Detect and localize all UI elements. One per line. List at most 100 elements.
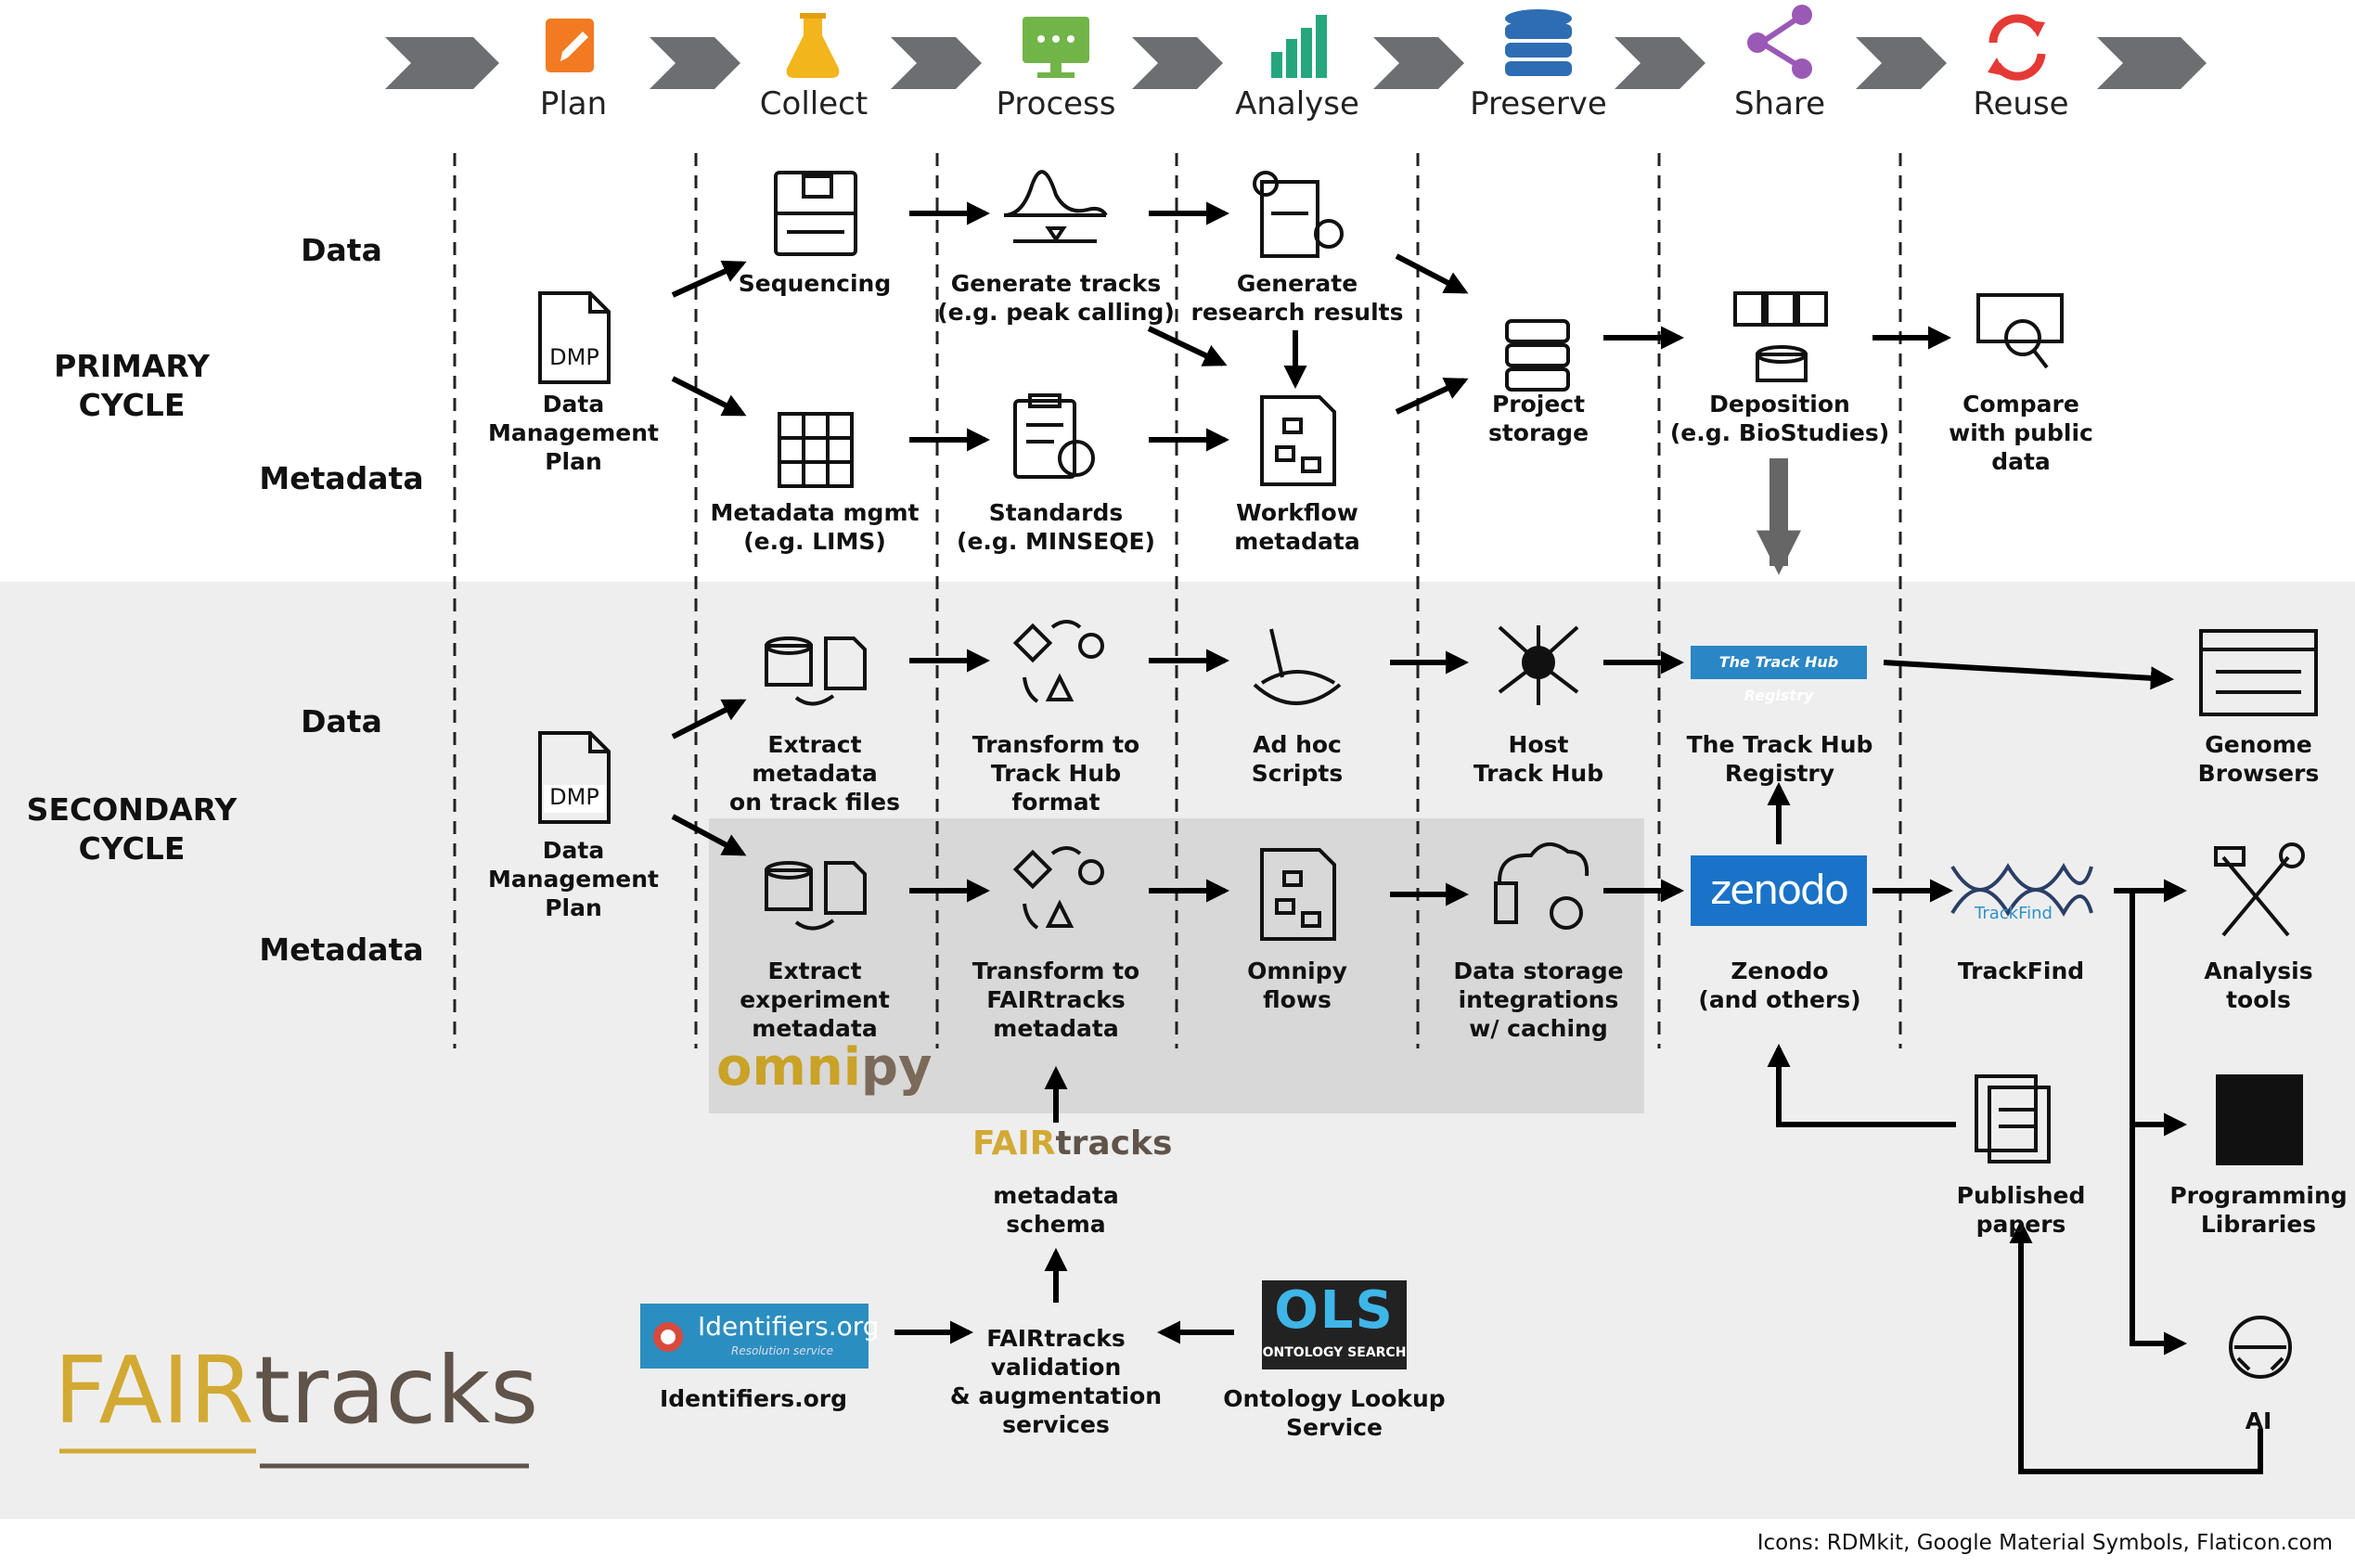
cloud-storage-icon xyxy=(1494,842,1589,930)
node-label-line: Registry xyxy=(1724,760,1835,787)
identifiers-org-logo: Identifiers.org Resolution service xyxy=(640,1304,880,1369)
node-label-line: on track files xyxy=(729,789,900,816)
dna-helix-icon xyxy=(1950,863,2093,917)
node-label-line: w/ caching xyxy=(1469,1015,1608,1042)
node-label-line: (and others) xyxy=(1698,986,1861,1013)
logo-text: FAIR xyxy=(972,1125,1056,1163)
arrow xyxy=(1767,1043,1956,1127)
node-label-line: Programming xyxy=(2169,1182,2348,1209)
phase-collect: Collect xyxy=(759,85,869,122)
document-icon xyxy=(538,291,611,384)
phase-separators xyxy=(453,153,1902,1048)
chevron xyxy=(891,37,982,89)
extract-metadata-icon xyxy=(765,861,867,931)
phase-plan: Plan xyxy=(539,85,608,122)
node-label-line: Service xyxy=(1286,1414,1383,1441)
node-label-line: Standards xyxy=(988,499,1124,526)
secondary-cycle-label: SECONDARY CYCLE xyxy=(27,790,238,868)
node-label-line: AI xyxy=(2245,1407,2272,1434)
workflow-document-icon xyxy=(1260,395,1336,486)
dmp-badge-bg xyxy=(544,345,605,373)
deposition-icon xyxy=(1733,291,1828,382)
node-label-line: (e.g. peak calling) xyxy=(937,299,1175,326)
dmp-badge-bg xyxy=(544,785,605,813)
node-label-line: Data xyxy=(542,837,605,864)
phase-process: Process xyxy=(996,85,1116,122)
node-label-line: schema xyxy=(1006,1211,1106,1238)
database-icon xyxy=(1505,9,1572,76)
chevron xyxy=(1373,37,1464,89)
row-label-data: Data xyxy=(301,232,382,268)
primary-cycle-label: PRIMARY CYCLE xyxy=(54,347,210,425)
node-label-line: papers xyxy=(1975,1211,2066,1238)
fingerprint-icon xyxy=(653,1322,683,1352)
pencil-icon xyxy=(546,19,594,72)
node-label-line: Plan xyxy=(545,448,602,475)
transform-cycle-icon xyxy=(1012,846,1104,930)
phase-analyse: Analyse xyxy=(1235,85,1359,122)
network-hub-icon xyxy=(1498,625,1579,705)
node-label-line: metadata xyxy=(752,760,878,787)
node-ai: AI xyxy=(2246,1407,2272,1435)
node-label-line: Deposition xyxy=(1709,391,1850,418)
node-label-line: Compare xyxy=(1962,391,2079,418)
row-label-data: Data xyxy=(301,703,382,739)
ols-logo: OLS ONTOLOGY SEARCH xyxy=(1262,1280,1407,1369)
node-label-line: Track Hub xyxy=(1473,760,1604,787)
node-label-line: Management xyxy=(487,419,660,446)
chevron xyxy=(650,37,740,89)
node-label-line: Scripts xyxy=(1251,760,1344,787)
fairtracks-small-logo: FAIRtracks xyxy=(972,1125,1172,1163)
arrow xyxy=(1395,378,1469,415)
node-label-line: metadata xyxy=(752,1015,878,1042)
node-label-line: FAIRtracks xyxy=(986,986,1126,1013)
node-label-line: with public xyxy=(1949,419,2093,446)
arrow xyxy=(671,699,747,739)
node-standards: Standards(e.g. MINSEQE) xyxy=(957,498,1155,556)
standards-clipboard-icon xyxy=(1013,393,1095,479)
zenodo-logo: zenodo xyxy=(1691,855,1867,926)
node-label-line: Extract xyxy=(767,958,862,984)
logo-text: tracks xyxy=(253,1336,539,1445)
node-label-line: Zenodo xyxy=(1731,958,1829,984)
node-label-line: Libraries xyxy=(2200,1211,2317,1238)
node-label-line: Generate tracks xyxy=(950,270,1162,297)
research-results-icon xyxy=(1253,171,1344,258)
node-label-line: Genome xyxy=(2205,731,2312,758)
dmp-badge: DMP xyxy=(549,344,599,370)
newspaper-icon xyxy=(1975,1074,2051,1163)
arrow xyxy=(2009,1219,2263,1474)
chevron xyxy=(1856,37,1947,89)
node-label-line: Sequencing xyxy=(738,270,892,297)
node-label-line: flows xyxy=(1263,986,1332,1013)
node-identifiers-org: Identifiers.org xyxy=(660,1384,847,1413)
node-label-line: Omnipy xyxy=(1247,958,1347,984)
arrow xyxy=(1395,253,1469,294)
node-label-line: Analysis xyxy=(2204,958,2313,984)
node-deposition: Deposition(e.g. BioStudies) xyxy=(1670,390,1889,447)
peak-chart-icon xyxy=(1003,170,1108,243)
compare-document-icon xyxy=(1976,293,2064,369)
node-label-line: Generate xyxy=(1236,270,1358,297)
node-label-line: Data storage xyxy=(1453,958,1624,984)
node-label-line: Metadata mgmt xyxy=(710,499,920,526)
logo-text: omni xyxy=(716,1037,861,1098)
omnipy-logo: omnipy xyxy=(716,1037,932,1098)
monitor-icon xyxy=(1023,17,1089,78)
node-metadata-mgmt: Metadata mgmt(e.g. LIMS) xyxy=(711,498,920,556)
node-label-line: Ad hoc xyxy=(1253,731,1342,758)
node-label-line: research results xyxy=(1190,299,1404,326)
